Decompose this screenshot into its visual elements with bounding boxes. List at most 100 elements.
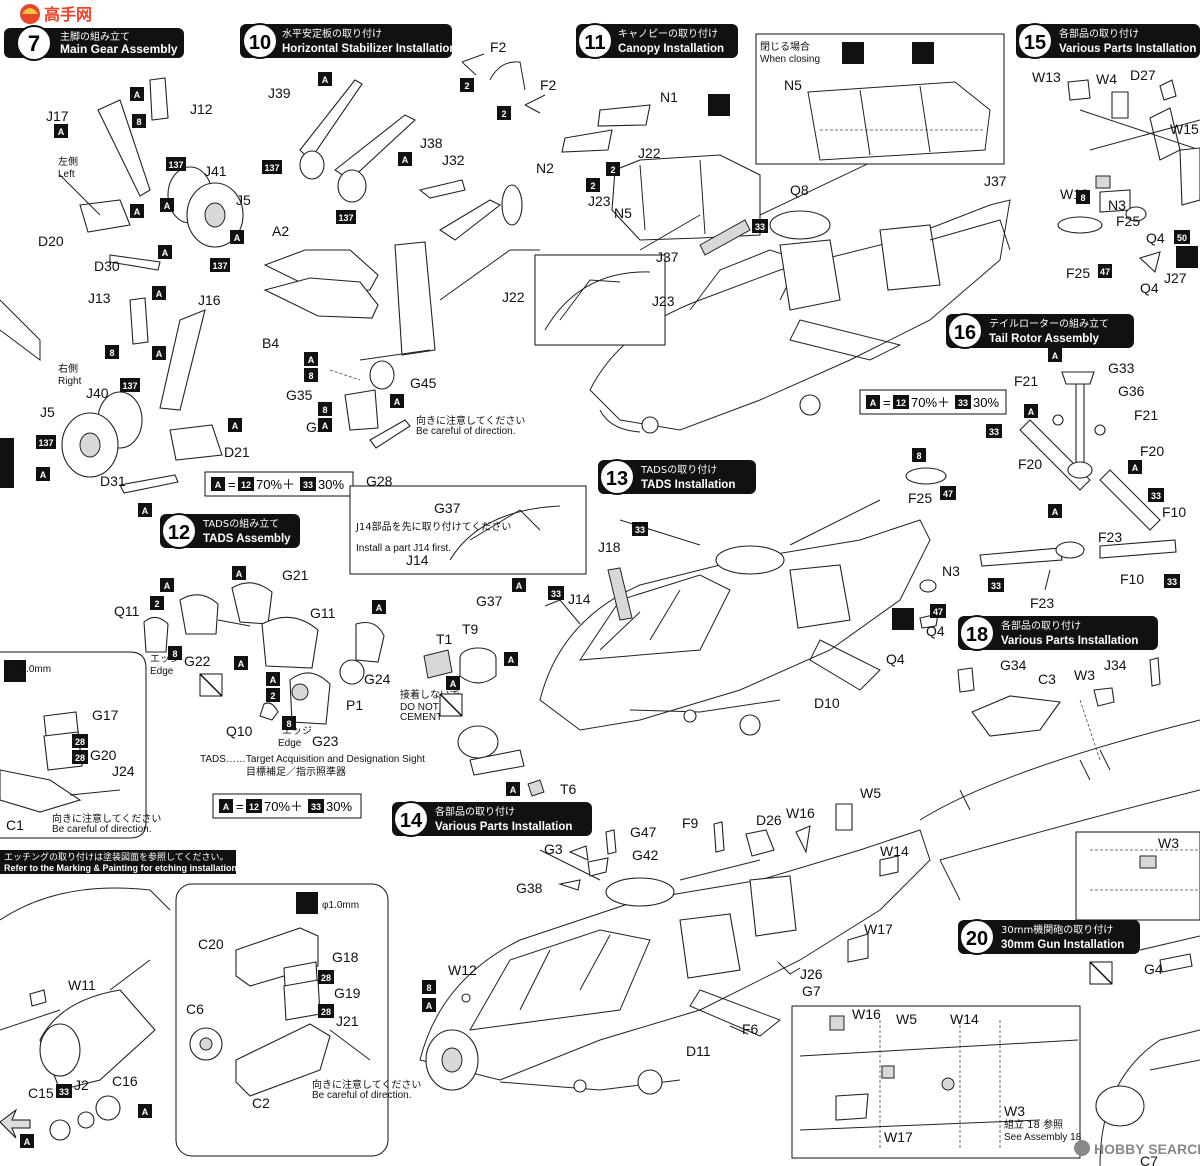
tag: A: [164, 201, 171, 211]
mix-paint: A: [223, 802, 230, 812]
step-15-title-en: Various Parts Installation: [1059, 43, 1196, 55]
step-18-header: 18 各部品の取り付け Various Parts Installation: [958, 615, 1158, 651]
tag: 47: [943, 489, 953, 499]
part-label: Q11: [114, 603, 140, 619]
part-label: C7: [1140, 1153, 1158, 1166]
tag: A: [1028, 407, 1035, 417]
part-label: G22: [184, 653, 211, 669]
tag: A: [322, 421, 329, 431]
part-label: W13: [1032, 69, 1061, 85]
part-label: D11: [686, 1043, 711, 1059]
part-label: G23: [312, 733, 339, 749]
step-20-drawing: [1089, 935, 1200, 1166]
tag: 2: [154, 599, 159, 609]
note-edge-jp: エッジ: [150, 654, 180, 665]
part-label: G17: [92, 707, 119, 723]
part-label: G3: [544, 841, 563, 857]
mix-ratio-1: 70%＋: [264, 799, 303, 814]
tag: 137: [338, 213, 353, 223]
tag: 28: [321, 973, 331, 983]
part-label: W17: [864, 921, 893, 937]
bottom-right-inset: W16 W5 W14 W3 W17 組立 18 参照 See Assembly …: [791, 1005, 1082, 1159]
mix-paint: A: [215, 480, 222, 490]
step-13-tags: 33 A 33 A A A 8 47 47: [439, 448, 956, 796]
part-label: N5: [784, 77, 802, 93]
tag: A: [24, 1137, 31, 1147]
tag: A: [402, 155, 409, 165]
left-inset-box: φ1.0mm G17 G20 J24 C1 28 28 向きに注意してください …: [0, 651, 161, 839]
step-16-labels: F21 G33 G36 F21 F20 F20 F10 F23 F10 F23: [1014, 360, 1186, 611]
tag: 33: [991, 581, 1001, 591]
bottom-left-drawing: W11 C15 J2 C16 33 A A: [0, 887, 171, 1148]
tag: A: [236, 569, 243, 579]
part-label: C16: [112, 1073, 138, 1089]
part-label: G45: [410, 375, 437, 391]
part-label: P1: [346, 697, 363, 713]
part-label: F6: [742, 1021, 759, 1037]
mix-ratio-1: 70%＋: [256, 477, 295, 492]
step-11-title-jp: キャノピーの取り付け: [618, 27, 718, 40]
part-label: J16: [198, 292, 221, 308]
step-7-number: 7: [28, 31, 40, 56]
part-label: J23: [588, 193, 611, 209]
mix-color-1: 12: [249, 802, 259, 812]
part-label: G42: [632, 847, 659, 863]
middle-inset-box: φ1.0mm C20 G18 G19 J21 C6 C2 28 28 向きに注意…: [175, 883, 421, 1157]
tag: A: [308, 355, 315, 365]
part-label: F21: [1134, 407, 1158, 423]
tag: A: [134, 90, 141, 100]
step-16-number: 16: [954, 322, 976, 344]
part-label: G37: [476, 593, 503, 609]
part-label: W3: [1158, 835, 1179, 851]
tag: 47: [1100, 267, 1110, 277]
step-15-tags: 8 47 50: [1076, 190, 1190, 278]
part-label: W14: [950, 1011, 979, 1027]
step-12-labels: G21 Q11 G22 G11 G24 P1 Q10 G23 エッジ Edge …: [114, 567, 425, 778]
part-label: T6: [560, 781, 577, 797]
drill-note-left: φ1.0mm: [14, 664, 51, 675]
step-13-drawing: [349, 467, 947, 797]
note-direction-en: Be careful of direction.: [416, 426, 516, 437]
step-12-number: 12: [168, 522, 190, 544]
part-label: Q4: [926, 623, 945, 639]
tag: 33: [989, 427, 999, 437]
part-label: G19: [334, 985, 361, 1001]
note-closing-jp: 閉じる場合: [760, 40, 810, 53]
mix-ratio-2: 30%: [973, 395, 999, 410]
watermark-hobbysearch: HOBBY SEARCH: [1074, 1140, 1200, 1157]
part-label: G11: [310, 605, 336, 621]
step-11-title-en: Canopy Installation: [618, 43, 724, 55]
step-11-drawing: [461, 33, 1011, 434]
part-label: A2: [272, 223, 289, 239]
part-label: G7: [802, 983, 821, 999]
see-assembly-jp: 組立 18 参照: [1004, 1118, 1063, 1131]
mix-eq: =: [236, 799, 244, 814]
tag: A: [238, 659, 245, 669]
step-11-labels: F2 F2 N1 N2 J22 J23 N5 J37 Q8 J22 J23 N5…: [490, 39, 1007, 309]
tag: A: [270, 675, 277, 685]
part-label: D10: [814, 695, 840, 711]
step-18-drawing: [919, 657, 1200, 921]
part-label: J37: [984, 173, 1007, 189]
part-label: W5: [860, 785, 881, 801]
part-label: F20: [1140, 443, 1164, 459]
step-15-number: 15: [1024, 32, 1046, 54]
part-label: J23: [652, 293, 675, 309]
part-label: F2: [540, 77, 557, 93]
tag: A: [322, 75, 329, 85]
part-label: D21: [224, 444, 250, 460]
note-direction-jp: 向きに注意してください: [312, 1078, 421, 1091]
tag: 33: [59, 1087, 69, 1097]
tag: 50: [1177, 233, 1187, 243]
step-11-header: 11 キャノピーの取り付け Canopy Installation: [576, 23, 738, 59]
tag: 2: [270, 691, 275, 701]
part-label: C3: [1038, 671, 1056, 687]
tag: A: [450, 679, 457, 689]
step-14-number: 14: [400, 810, 423, 832]
step-12-drawing: [143, 582, 385, 725]
step-7-labels: J17 J12 J41 J5 D20 D30 J13 J16 J40 J5 D2…: [38, 101, 251, 489]
step-10-header: 10 水平安定板の取り付け Horizontal Stabilizer Inst…: [240, 23, 456, 59]
watermark-hobbysearch-text: HOBBY SEARCH: [1094, 1141, 1200, 1157]
step-7-drawing: [0, 77, 244, 494]
step-14-title-jp: 各部品の取り付け: [435, 805, 515, 818]
